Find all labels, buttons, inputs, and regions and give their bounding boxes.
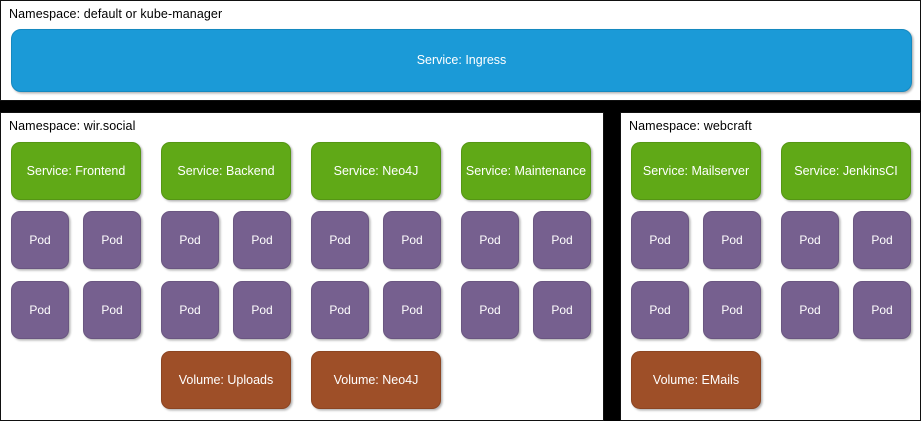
namespace-label-default: Namespace: default or kube-manager (9, 7, 223, 21)
volume-emails[interactable]: Volume: EMails (631, 351, 761, 409)
pod-neo4j-3[interactable]: Pod (311, 281, 369, 339)
pod-jenkinsci-1[interactable]: Pod (781, 211, 839, 269)
pod-jenkinsci-2[interactable]: Pod (853, 211, 911, 269)
pod-backend-4[interactable]: Pod (233, 281, 291, 339)
pod-maintenance-4[interactable]: Pod (533, 281, 591, 339)
namespace-panel-wir-social: Namespace: wir.social Service: Frontend … (0, 112, 604, 421)
service-neo4j[interactable]: Service: Neo4J (311, 142, 441, 200)
service-mailserver[interactable]: Service: Mailserver (631, 142, 761, 200)
service-ingress[interactable]: Service: Ingress (11, 29, 912, 92)
namespace-label-webcraft: Namespace: webcraft (629, 119, 752, 133)
pod-backend-3[interactable]: Pod (161, 281, 219, 339)
service-jenkinsci[interactable]: Service: JenkinsCI (781, 142, 911, 200)
pod-neo4j-4[interactable]: Pod (383, 281, 441, 339)
pod-backend-2[interactable]: Pod (233, 211, 291, 269)
service-backend[interactable]: Service: Backend (161, 142, 291, 200)
pod-mailserver-2[interactable]: Pod (703, 211, 761, 269)
pod-mailserver-3[interactable]: Pod (631, 281, 689, 339)
pod-jenkinsci-4[interactable]: Pod (853, 281, 911, 339)
pod-maintenance-3[interactable]: Pod (461, 281, 519, 339)
pod-frontend-3[interactable]: Pod (11, 281, 69, 339)
pod-frontend-4[interactable]: Pod (83, 281, 141, 339)
namespace-panel-webcraft: Namespace: webcraft Service: Mailserver … (620, 112, 921, 421)
namespace-panel-default: Namespace: default or kube-manager Servi… (0, 0, 921, 101)
service-frontend[interactable]: Service: Frontend (11, 142, 141, 200)
pod-backend-1[interactable]: Pod (161, 211, 219, 269)
namespace-label-wir-social: Namespace: wir.social (9, 119, 136, 133)
pod-mailserver-1[interactable]: Pod (631, 211, 689, 269)
pod-jenkinsci-3[interactable]: Pod (781, 281, 839, 339)
pod-mailserver-4[interactable]: Pod (703, 281, 761, 339)
pod-frontend-2[interactable]: Pod (83, 211, 141, 269)
pod-frontend-1[interactable]: Pod (11, 211, 69, 269)
volume-neo4j[interactable]: Volume: Neo4J (311, 351, 441, 409)
pod-neo4j-2[interactable]: Pod (383, 211, 441, 269)
service-maintenance[interactable]: Service: Maintenance (461, 142, 591, 200)
pod-maintenance-1[interactable]: Pod (461, 211, 519, 269)
pod-maintenance-2[interactable]: Pod (533, 211, 591, 269)
pod-neo4j-1[interactable]: Pod (311, 211, 369, 269)
volume-uploads[interactable]: Volume: Uploads (161, 351, 291, 409)
